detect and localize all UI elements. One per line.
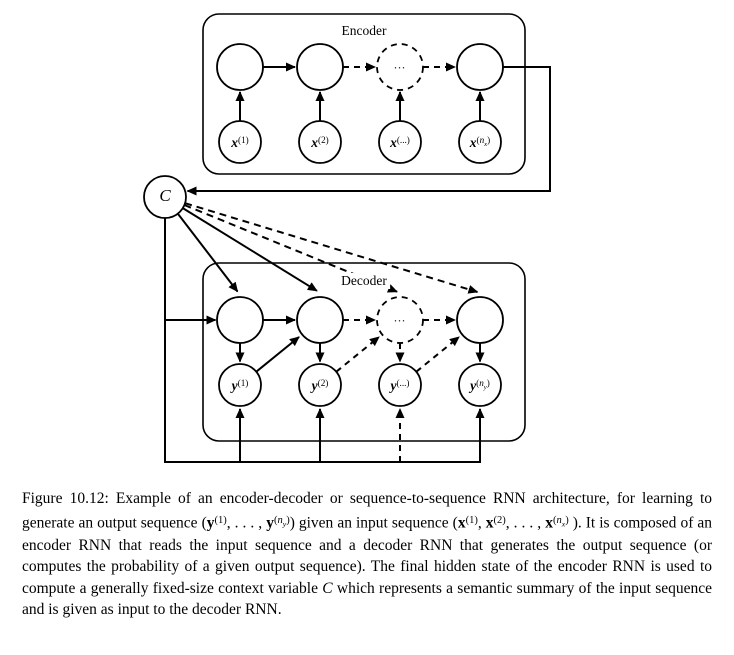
context-fan-arrow-1 xyxy=(177,212,239,293)
encoder-label: Encoder xyxy=(341,23,387,38)
encoder-ellipsis-label: ... xyxy=(394,57,406,72)
decoder-output-label-1: y(1) xyxy=(231,377,249,394)
context-fan-arrow-3 xyxy=(184,204,398,293)
output-feedback-arrow-2 xyxy=(335,336,380,373)
context-bottom-rail xyxy=(164,218,485,463)
decoder-ellipsis-label: ... xyxy=(394,310,406,325)
encoder-input-label-3: x(...) xyxy=(390,134,410,151)
decoder-output-label-2: y(2) xyxy=(311,377,329,394)
context-node-label: C xyxy=(159,186,171,205)
decoder-label: Decoder xyxy=(338,273,390,289)
decoder-box xyxy=(202,262,526,442)
decoder-hidden-node-ellipsis xyxy=(376,296,424,344)
nodes xyxy=(143,43,504,407)
output-feedback-arrow-1 xyxy=(255,336,300,373)
decoder-output-node-2 xyxy=(298,363,342,407)
decoder-output-node-3 xyxy=(378,363,422,407)
decoder-hidden-node-1 xyxy=(216,296,264,344)
decoder-hidden-node-4 xyxy=(456,296,504,344)
encoder-input-label-4: x(nx) xyxy=(469,134,491,151)
encoder-to-context-arrow xyxy=(186,66,551,196)
encoder-input-label-2: x(2) xyxy=(311,134,329,151)
diagram-canvas xyxy=(143,13,551,463)
encoder-input-node-1 xyxy=(218,120,262,164)
encoder-hidden-node-ellipsis xyxy=(376,43,424,91)
encoder-box xyxy=(202,13,526,175)
encoder-input-node-4 xyxy=(458,120,502,164)
encoder-input-node-3 xyxy=(378,120,422,164)
encoder-hidden-node-2 xyxy=(296,43,344,91)
connector-arrows xyxy=(164,62,551,463)
encoder-input-node-2 xyxy=(298,120,342,164)
decoder-output-node-4 xyxy=(458,363,502,407)
context-fan-arrow-4 xyxy=(184,202,479,294)
decoder-output-node-1 xyxy=(218,363,262,407)
encoder-hidden-node-1 xyxy=(216,43,264,91)
encoder-hidden-node-4 xyxy=(456,43,504,91)
encoder-input-label-1: x(1) xyxy=(231,134,249,151)
decoder-hidden-node-2 xyxy=(296,296,344,344)
context-node xyxy=(143,175,187,219)
decoder-output-label-3: y(...) xyxy=(390,377,410,394)
decoder-output-label-4: y(ny) xyxy=(470,377,490,394)
figure-caption: Figure 10.12: Example of an encoder-deco… xyxy=(22,490,713,619)
output-feedback-arrow-3 xyxy=(415,336,460,373)
seq2seq-diagram: Encoder Decoder C ... ... x(1) x(2) x(..… xyxy=(143,13,551,463)
context-fan-arrow-2 xyxy=(182,207,318,292)
